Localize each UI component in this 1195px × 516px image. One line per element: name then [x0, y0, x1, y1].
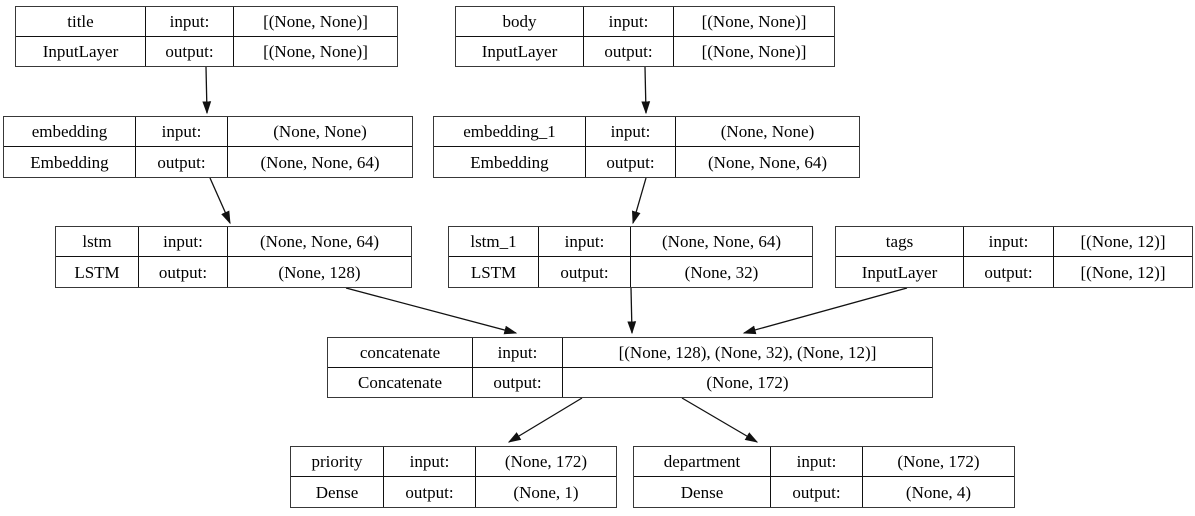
- layer-name: concatenate: [328, 338, 473, 368]
- input-shape: (None, None, 64): [631, 227, 812, 257]
- layer-name: department: [634, 447, 771, 477]
- input-label: input:: [964, 227, 1054, 257]
- layer-type: Dense: [291, 477, 384, 507]
- output-label: output:: [136, 147, 228, 177]
- output-shape: [(None, 12)]: [1080, 262, 1166, 282]
- node-embedding: embedding input: (None, None) Embedding …: [3, 116, 413, 178]
- output-shape: (None, None, 64): [708, 152, 827, 172]
- layer-name: priority: [291, 447, 384, 477]
- layer-name: lstm_1: [449, 227, 539, 257]
- input-label: input:: [136, 117, 228, 147]
- output-shape: (None, 128): [278, 262, 361, 282]
- layer-type: Embedding: [434, 147, 586, 177]
- input-shape: (None, 172): [476, 447, 616, 477]
- layer-type: Dense: [634, 477, 771, 507]
- output-label: output:: [539, 257, 631, 287]
- edge-title-embedding: [202, 66, 212, 115]
- node-priority: priority input: (None, 172) Dense output…: [290, 446, 617, 508]
- layer-type: InputLayer: [836, 257, 964, 287]
- input-shape: [(None, None)]: [674, 7, 834, 37]
- edge-tags-concatenate: [742, 287, 908, 335]
- input-label: input:: [586, 117, 676, 147]
- layer-name: embedding: [4, 117, 136, 147]
- output-label: output:: [139, 257, 228, 287]
- node-embedding_1: embedding_1 input: (None, None) Embeddin…: [433, 116, 860, 178]
- node-title: title input: [(None, None)] InputLayer o…: [15, 6, 398, 67]
- input-label: input:: [539, 227, 631, 257]
- output-shape: [(None, None)]: [701, 41, 807, 61]
- edge-lstm-concatenate: [345, 287, 518, 335]
- node-body: body input: [(None, None)] InputLayer ou…: [455, 6, 835, 67]
- node-lstm: lstm input: (None, None, 64) LSTM output…: [55, 226, 412, 288]
- output-label: output:: [384, 477, 476, 507]
- input-label: input:: [584, 7, 674, 37]
- output-label: output:: [771, 477, 863, 507]
- output-shape: (None, None, 64): [260, 152, 380, 172]
- input-shape: (None, None, 64): [228, 227, 411, 257]
- input-shape: [(None, None)]: [234, 7, 397, 37]
- node-tags: tags input: [(None, 12)] InputLayer outp…: [835, 226, 1193, 288]
- layer-name: embedding_1: [434, 117, 586, 147]
- edge-concatenate-department: [681, 397, 759, 443]
- output-shape: [(None, None)]: [263, 41, 368, 61]
- input-label: input:: [771, 447, 863, 477]
- output-shape: (None, 1): [513, 482, 579, 502]
- edge-concatenate-priority: [507, 397, 583, 443]
- edge-embedding_1-lstm_1: [632, 177, 647, 225]
- input-shape: (None, 172): [863, 447, 1014, 477]
- output-label: output:: [473, 367, 563, 397]
- edge-lstm_1-concatenate: [627, 287, 637, 335]
- layer-type: LSTM: [449, 257, 539, 287]
- output-shape: (None, 32): [684, 262, 759, 282]
- edge-embedding-lstm: [209, 177, 231, 225]
- input-label: input:: [384, 447, 476, 477]
- input-shape: [(None, 128), (None, 32), (None, 12)]: [563, 338, 932, 368]
- node-lstm_1: lstm_1 input: (None, None, 64) LSTM outp…: [448, 226, 813, 288]
- input-label: input:: [473, 338, 563, 368]
- input-shape: [(None, 12)]: [1054, 227, 1192, 257]
- layer-type: Concatenate: [328, 367, 473, 397]
- layer-name: tags: [836, 227, 964, 257]
- layer-name: title: [16, 7, 146, 37]
- node-concatenate: concatenate input: [(None, 128), (None, …: [327, 337, 933, 398]
- input-label: input:: [139, 227, 228, 257]
- layer-type: InputLayer: [456, 36, 584, 66]
- output-label: output:: [146, 36, 234, 66]
- layer-type: LSTM: [56, 257, 139, 287]
- output-label: output:: [964, 257, 1054, 287]
- output-shape: (None, 4): [905, 482, 972, 502]
- layer-type: InputLayer: [16, 36, 146, 66]
- input-label: input:: [146, 7, 234, 37]
- edge-body-embedding_1: [641, 66, 651, 115]
- output-shape: (None, 172): [706, 372, 789, 392]
- input-shape: (None, None): [228, 117, 412, 147]
- layer-type: Embedding: [4, 147, 136, 177]
- layer-name: lstm: [56, 227, 139, 257]
- layer-name: body: [456, 7, 584, 37]
- output-label: output:: [586, 147, 676, 177]
- output-label: output:: [584, 36, 674, 66]
- node-department: department input: (None, 172) Dense outp…: [633, 446, 1015, 508]
- input-shape: (None, None): [676, 117, 859, 147]
